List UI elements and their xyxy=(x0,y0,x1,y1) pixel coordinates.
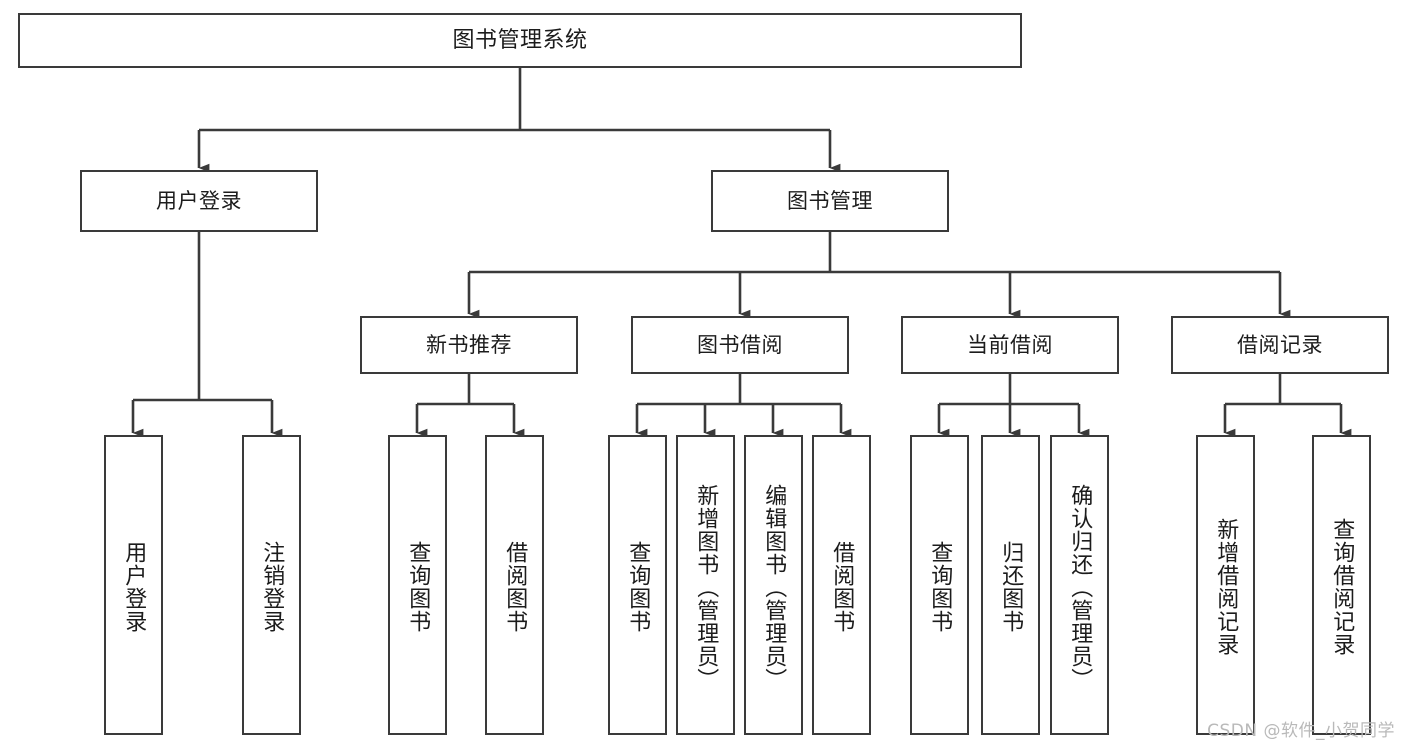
node-label: 新增借阅记录 xyxy=(1213,518,1239,656)
node-label: 归还图书 xyxy=(998,541,1024,633)
node-borrow-record[interactable]: 借阅记录 xyxy=(1171,316,1389,374)
leaf-query-book-recommend[interactable]: 查询图书 xyxy=(388,435,447,735)
leaf-add-book-admin[interactable]: 新增图书（管理员） xyxy=(676,435,735,735)
node-label: 确认归还（管理员） xyxy=(1067,483,1093,691)
leaf-user-logout[interactable]: 注销登录 xyxy=(242,435,301,735)
node-label: 用户登录 xyxy=(156,188,242,213)
node-label: 图书借阅 xyxy=(697,332,783,357)
leaf-return-book[interactable]: 归还图书 xyxy=(981,435,1040,735)
node-book-borrow[interactable]: 图书借阅 xyxy=(631,316,849,374)
node-label: 当前借阅 xyxy=(967,332,1053,357)
leaf-query-book-current[interactable]: 查询图书 xyxy=(910,435,969,735)
leaf-confirm-return-admin[interactable]: 确认归还（管理员） xyxy=(1050,435,1109,735)
leaf-user-login[interactable]: 用户登录 xyxy=(104,435,163,735)
node-label: 图书管理 xyxy=(787,188,873,213)
node-label: 借阅记录 xyxy=(1237,332,1323,357)
node-label: 查询借阅记录 xyxy=(1329,518,1355,656)
leaf-query-book-borrow[interactable]: 查询图书 xyxy=(608,435,667,735)
node-user-login[interactable]: 用户登录 xyxy=(80,170,318,232)
node-label: 用户登录 xyxy=(121,541,147,633)
leaf-edit-book-admin[interactable]: 编辑图书（管理员） xyxy=(744,435,803,735)
node-label: 查询图书 xyxy=(625,541,651,633)
node-label: 编辑图书（管理员） xyxy=(761,483,787,691)
node-label: 新书推荐 xyxy=(426,332,512,357)
node-current-borrow[interactable]: 当前借阅 xyxy=(901,316,1119,374)
node-label: 借阅图书 xyxy=(829,541,855,633)
leaf-query-borrow-record[interactable]: 查询借阅记录 xyxy=(1312,435,1371,735)
node-label: 查询图书 xyxy=(927,541,953,633)
leaf-borrow-book[interactable]: 借阅图书 xyxy=(812,435,871,735)
watermark: CSDN @软件_小贺同学 xyxy=(1207,721,1395,741)
leaf-borrow-book-recommend[interactable]: 借阅图书 xyxy=(485,435,544,735)
node-label: 查询图书 xyxy=(405,541,431,633)
node-label: 借阅图书 xyxy=(502,541,528,633)
node-root-system[interactable]: 图书管理系统 xyxy=(18,13,1022,68)
node-book-management[interactable]: 图书管理 xyxy=(711,170,949,232)
node-label: 注销登录 xyxy=(259,541,285,633)
node-label: 图书管理系统 xyxy=(452,27,588,53)
node-label: 新增图书（管理员） xyxy=(693,483,719,691)
leaf-add-borrow-record[interactable]: 新增借阅记录 xyxy=(1196,435,1255,735)
node-new-book-recommend[interactable]: 新书推荐 xyxy=(360,316,578,374)
